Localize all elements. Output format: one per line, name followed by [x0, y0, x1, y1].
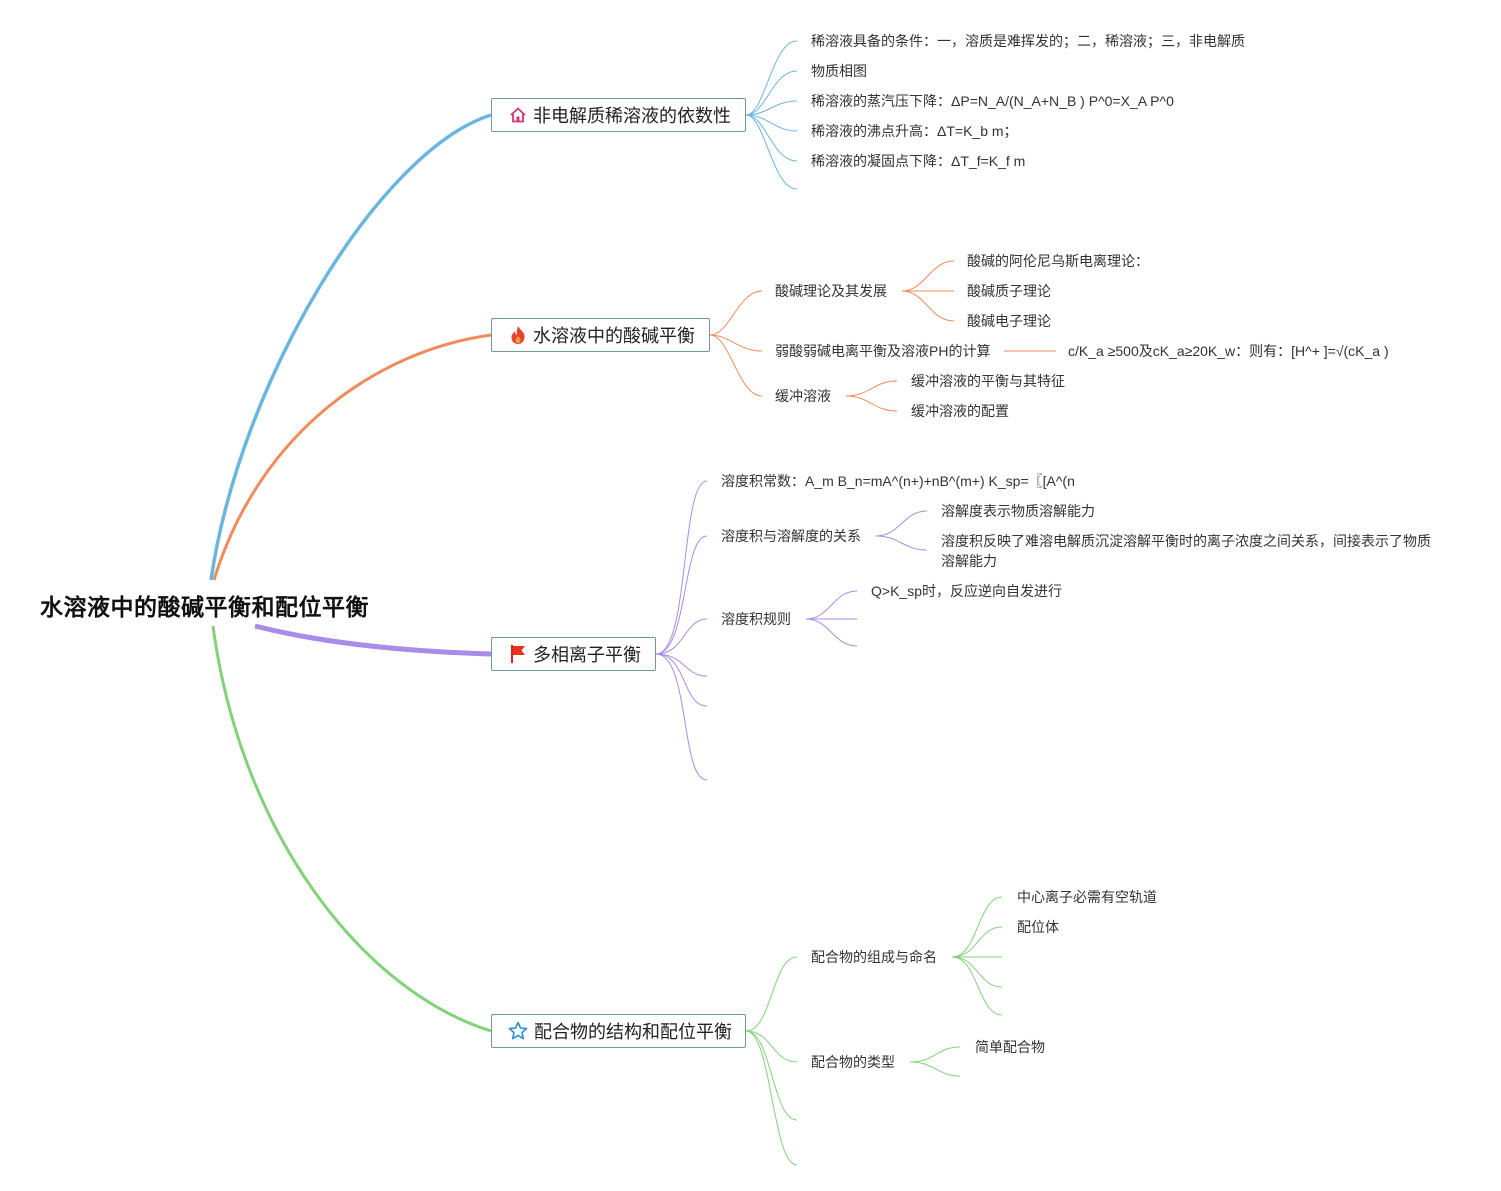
leaf-4-1-2[interactable]: 配位体 — [1017, 919, 1059, 935]
leaf-1-3[interactable]: 稀溶液的蒸汽压下降：ΔP=N_A/(N_A+N_B ) P^0=X_A P^0 — [811, 93, 1174, 109]
branch-label-2: 水溶液中的酸碱平衡 — [533, 326, 695, 346]
branch4-child-lines — [745, 896, 1003, 1166]
branch-node-1[interactable]: 非电解质稀溶液的依数性 — [491, 98, 746, 132]
subtopic-3-3[interactable]: 溶度积规则 — [721, 611, 791, 627]
leaf-1-1[interactable]: 稀溶液具备的条件：一，溶质是难挥发的；二，稀溶液；三，非电解质 — [811, 33, 1245, 49]
leaf-1-4[interactable]: 稀溶液的沸点升高：ΔT=K_b m； — [811, 123, 1018, 139]
leaf-2-3-1[interactable]: 缓冲溶液的平衡与其特征 — [911, 373, 1065, 389]
branch-node-2[interactable]: 水溶液中的酸碱平衡 — [491, 318, 710, 352]
house-icon — [508, 105, 527, 125]
fire-icon — [508, 325, 527, 345]
branch-label-3: 多相离子平衡 — [533, 645, 641, 665]
subtopic-3-2[interactable]: 溶度积与溶解度的关系 — [721, 528, 861, 544]
branch2-child-lines — [709, 260, 1056, 412]
leaf-2-2-1[interactable]: c/K_a ≥500及cK_a≥20K_w：则有：[H^+ ]=√(cK_a ) — [1068, 343, 1389, 359]
leaf-3-2-2[interactable]: 溶度积反映了难溶电解质沉淀溶解平衡时的离子浓度之间关系，间接表示了物质溶解能力 — [941, 533, 1431, 569]
branch-label-4: 配合物的结构和配位平衡 — [534, 1022, 732, 1042]
subtopic-2-2[interactable]: 弱酸弱碱电离平衡及溶液PH的计算 — [775, 343, 991, 359]
subtopic-2-3[interactable]: 缓冲溶液 — [775, 388, 831, 404]
subtopic-2-1[interactable]: 酸碱理论及其发展 — [775, 283, 887, 299]
branch-label-1: 非电解质稀溶液的依数性 — [533, 106, 731, 126]
subtopic-4-2[interactable]: 配合物的类型 — [811, 1054, 895, 1070]
leaf-1-2[interactable]: 物质相图 — [811, 63, 867, 79]
flag-icon — [508, 644, 527, 664]
leaf-2-1-2[interactable]: 酸碱质子理论 — [967, 283, 1051, 299]
leaf-3-3-1[interactable]: Q>K_sp时，反应逆向自发进行 — [871, 583, 1062, 599]
branch-line-1 — [209, 113, 492, 581]
branch-line-3 — [254, 623, 492, 657]
branch-line-4 — [211, 625, 492, 1033]
branch-node-3[interactable]: 多相离子平衡 — [491, 637, 656, 671]
leaf-3-2-1[interactable]: 溶解度表示物质溶解能力 — [941, 503, 1095, 519]
root-topic[interactable]: 水溶液中的酸碱平衡和配位平衡 — [40, 594, 369, 620]
branch1-child-lines — [745, 40, 798, 190]
subtopic-3-1[interactable]: 溶度积常数：A_m B_n=mA^(n+)+nB^(m+) K_sp=〖[A^(… — [721, 473, 1075, 489]
branch-line-2 — [212, 333, 492, 581]
branch3-child-lines — [655, 480, 928, 781]
star-icon — [508, 1021, 528, 1041]
branch-node-4[interactable]: 配合物的结构和配位平衡 — [491, 1014, 746, 1048]
leaf-2-1-1[interactable]: 酸碱的阿伦尼乌斯电离理论： — [967, 253, 1149, 269]
leaf-4-1-1[interactable]: 中心离子必需有空轨道 — [1017, 889, 1157, 905]
subtopic-4-1[interactable]: 配合物的组成与命名 — [811, 949, 937, 965]
leaf-2-1-3[interactable]: 酸碱电子理论 — [967, 313, 1051, 329]
leaf-2-3-2[interactable]: 缓冲溶液的配置 — [911, 403, 1009, 419]
leaf-1-5[interactable]: 稀溶液的凝固点下降：ΔT_f=K_f m — [811, 153, 1026, 169]
leaf-4-2-1[interactable]: 简单配合物 — [975, 1039, 1045, 1055]
